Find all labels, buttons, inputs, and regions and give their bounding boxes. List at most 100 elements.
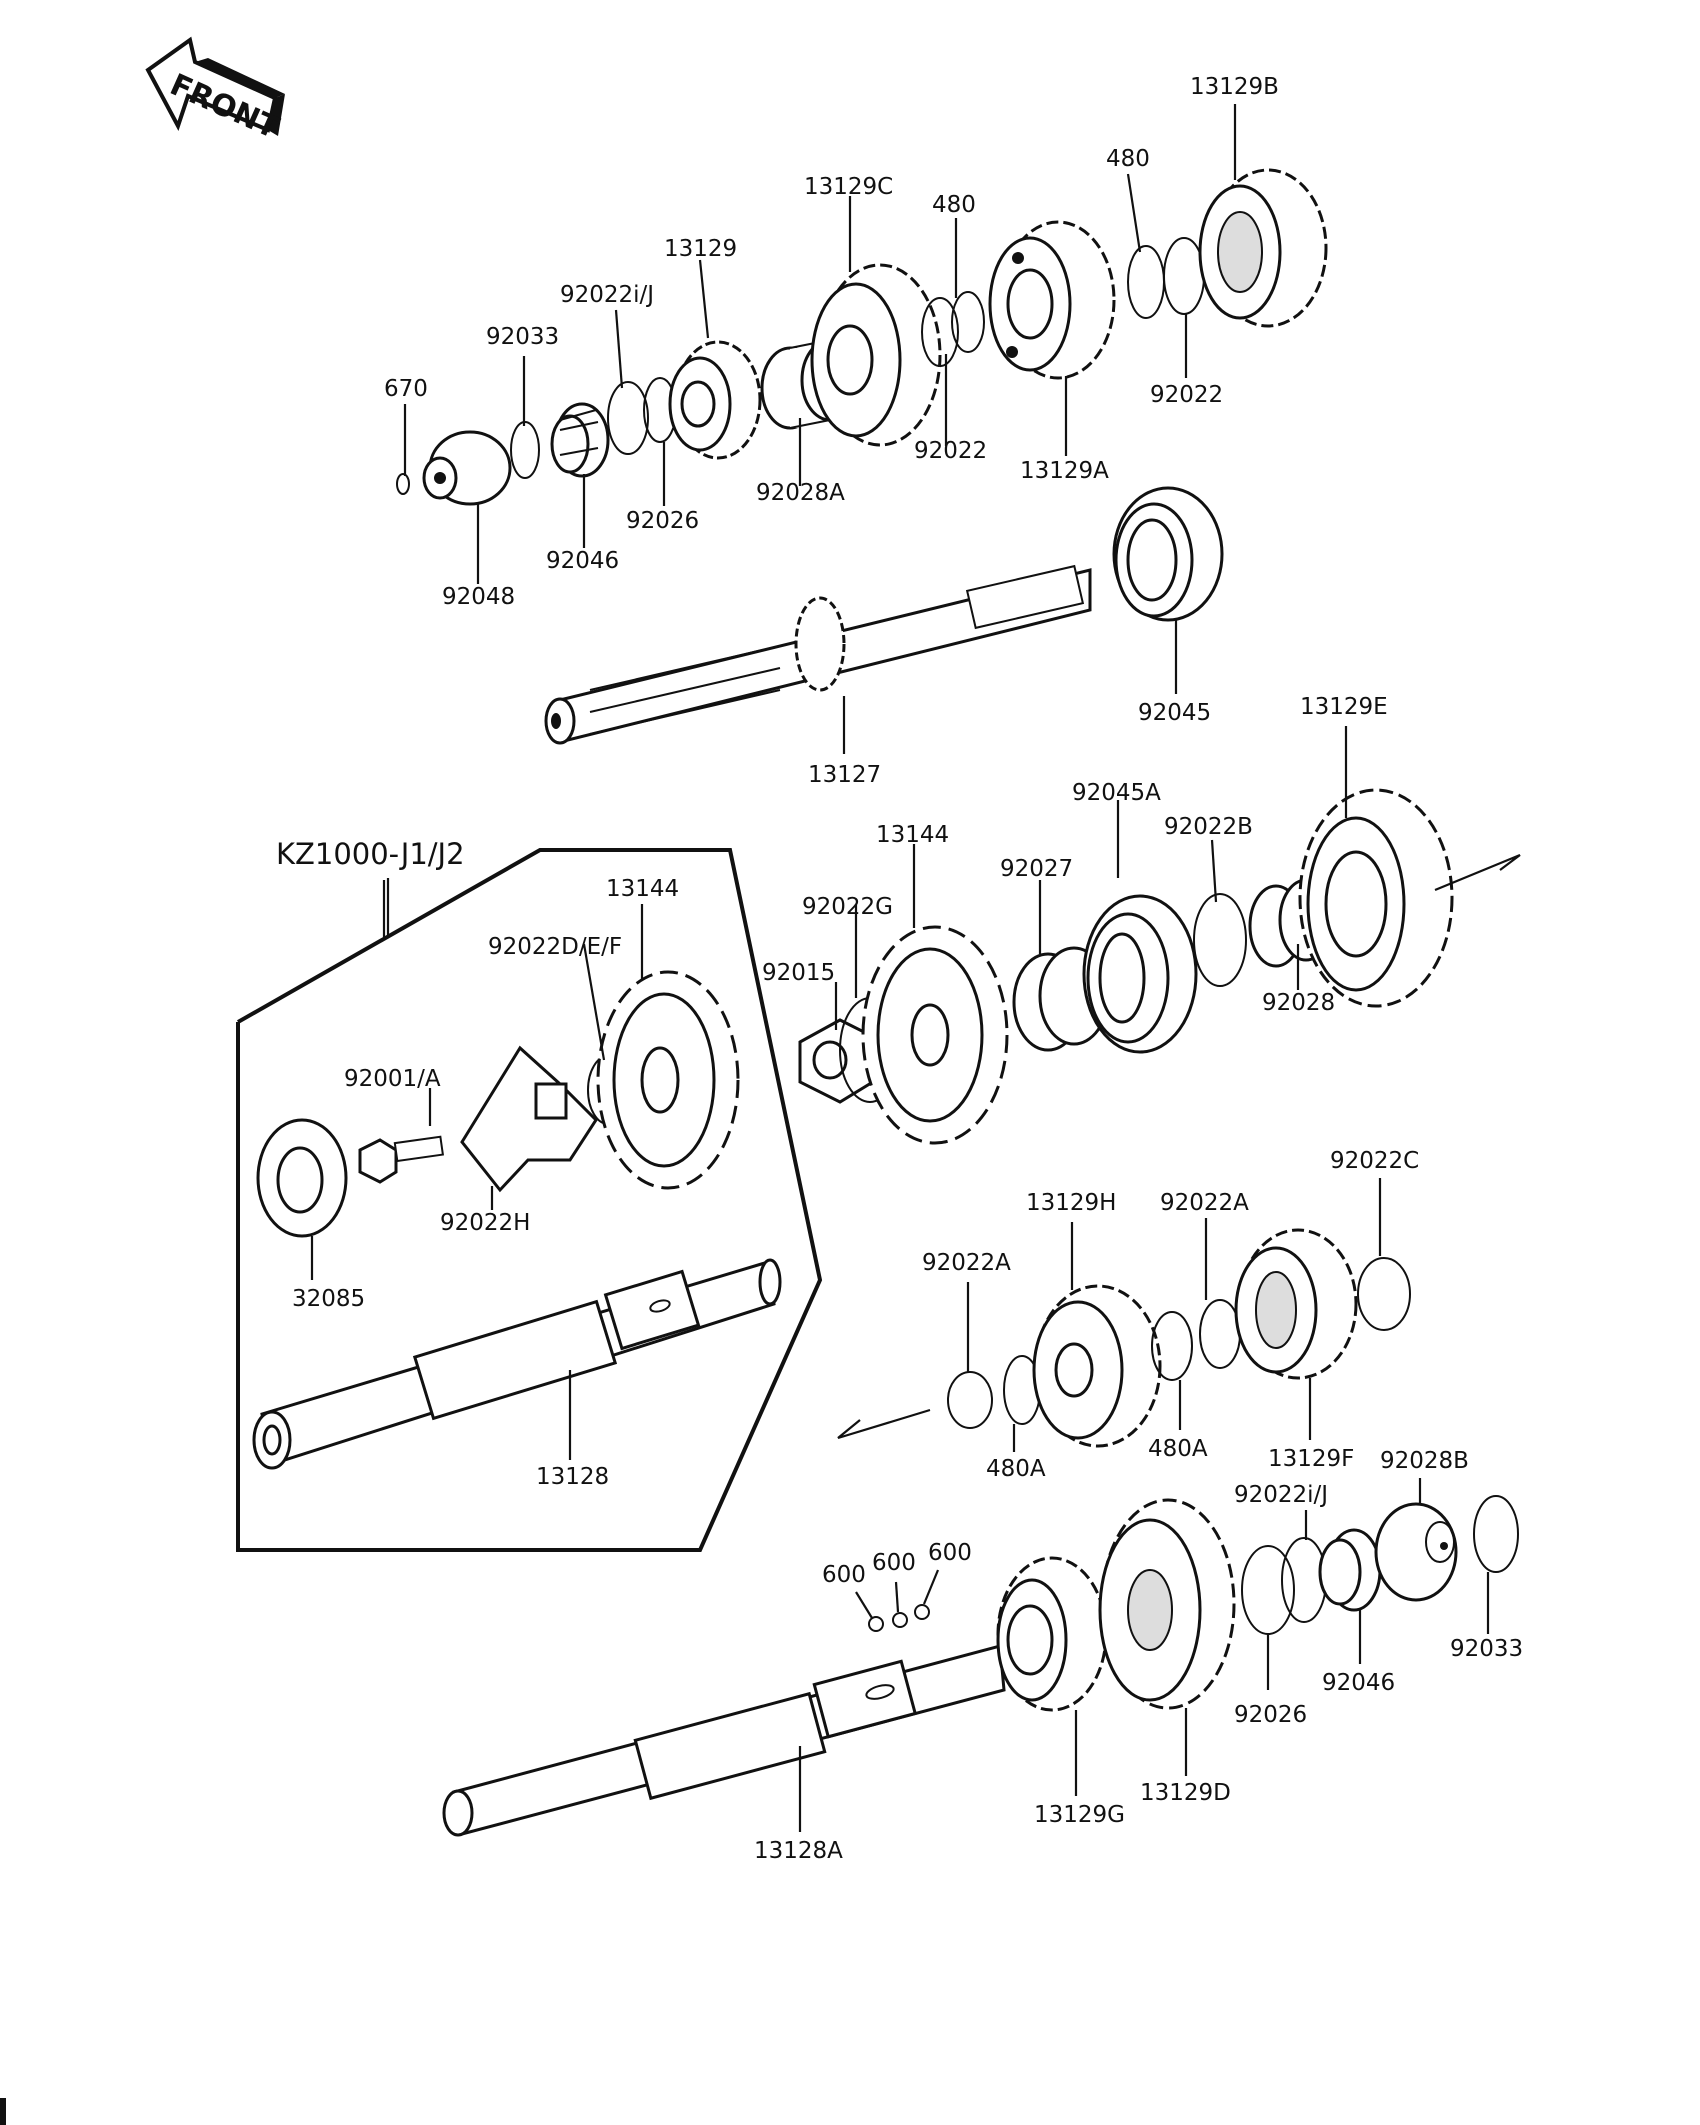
gear-13129f: [1234, 1228, 1358, 1380]
callout-92001a: 92001/A: [344, 1066, 441, 1092]
callout-92022g: 92022G: [802, 894, 893, 920]
callout-92045a: 92045A: [1072, 780, 1161, 806]
washer-92026-lower: [1241, 1545, 1295, 1635]
callout-92022h: 92022H: [440, 1210, 530, 1236]
washer-92022-b: [1163, 237, 1205, 315]
callout-92048: 92048: [442, 584, 515, 610]
needle-bearing-92046: [550, 402, 610, 478]
callout-92028: 92028: [1262, 990, 1335, 1016]
callout-670: 670: [384, 376, 428, 402]
gear-13129h: [1032, 1284, 1162, 1448]
callout-92028b: 92028B: [1380, 1448, 1469, 1474]
callout-13129f: 13129F: [1268, 1446, 1354, 1472]
callout-480a-right: 480A: [1148, 1436, 1208, 1462]
callout-13129d: 13129D: [1140, 1780, 1231, 1806]
callout-600-a: 600: [822, 1562, 866, 1588]
callout-92015: 92015: [762, 960, 835, 986]
callout-92046-lower: 92046: [1322, 1670, 1395, 1696]
circlip-92033: [510, 421, 540, 479]
bolt-92001a: [358, 1135, 445, 1184]
bushing-92028b: [1374, 1502, 1458, 1602]
circlip-92033-lower: [1473, 1495, 1519, 1573]
inset-title: KZ1000-J1/J2: [276, 837, 465, 871]
callout-92022a-right: 92022A: [1160, 1190, 1249, 1216]
circlip-670: [396, 473, 410, 495]
circlip-480a-right: [1151, 1311, 1193, 1381]
ball-600-b: [892, 1612, 908, 1628]
callout-92022ij-top: 92022i/J: [560, 282, 654, 308]
washer-92022b: [1193, 893, 1247, 987]
callout-13144-main: 13144: [876, 822, 949, 848]
callout-92046-top: 92046: [546, 548, 619, 574]
callout-92022c: 92022C: [1330, 1148, 1419, 1174]
sprocket-13144-inset: [596, 970, 740, 1190]
front-arrow-icon: FRONT: [145, 36, 285, 146]
lock-plate-32085: [256, 1118, 348, 1238]
callout-13129g: 13129G: [1034, 1802, 1125, 1828]
callout-92033-top: 92033: [486, 324, 559, 350]
callout-92022-right: 92022: [1150, 382, 1223, 408]
washer-92022ij: [607, 381, 649, 455]
callout-92033-lower: 92033: [1450, 1636, 1523, 1662]
callout-13129h: 13129H: [1026, 1190, 1116, 1216]
upper-shaft-group: [396, 168, 1328, 745]
callout-92027: 92027: [1000, 856, 1073, 882]
ball-600-c: [914, 1604, 930, 1620]
callout-600-b: 600: [872, 1550, 916, 1576]
sprocket-group: [798, 788, 1521, 1145]
washer-92022c: [1357, 1257, 1411, 1331]
callout-600-c: 600: [928, 1540, 972, 1566]
ball-600-a: [868, 1616, 884, 1632]
sprocket-13144: [861, 925, 1009, 1145]
callout-13144-inset: 13144: [606, 876, 679, 902]
gear-13129g: [996, 1556, 1108, 1712]
callout-92026-lower: 92026: [1234, 1702, 1307, 1728]
gear-13129d: [1098, 1498, 1236, 1710]
circlip-480-b: [1127, 245, 1165, 319]
lower-gear-group: [442, 1228, 1519, 1837]
callout-92022a-left: 92022A: [922, 1250, 1011, 1276]
pointer-arrow-lower: [837, 1408, 931, 1440]
callout-92026-top: 92026: [626, 508, 699, 534]
callout-480a-left: 480A: [986, 1456, 1046, 1482]
callout-92045: 92045: [1138, 700, 1211, 726]
gear-13129: [668, 340, 762, 460]
pointer-arrow-upper: [1434, 853, 1521, 892]
washer-92022-a: [921, 297, 959, 367]
gear-13129e: [1298, 788, 1454, 1008]
callout-13129: 13129: [664, 236, 737, 262]
callout-13129e: 13129E: [1300, 694, 1388, 720]
callout-13128a: 13128A: [754, 1838, 843, 1864]
needle-bearing-92046-lower: [1318, 1528, 1382, 1612]
callout-13129c: 13129C: [804, 174, 893, 200]
plate-92022h: [460, 1045, 598, 1193]
callout-13129b: 13129B: [1190, 74, 1279, 100]
callout-92022-mid: 92022: [914, 438, 987, 464]
callout-480-top: 480: [1106, 146, 1150, 172]
circlip-480-a: [951, 291, 985, 353]
callout-13127: 13127: [808, 762, 881, 788]
collar-92048: [422, 430, 512, 506]
shaft-13127: [544, 564, 1092, 745]
callout-92022ij-lower: 92022i/J: [1234, 1482, 1328, 1508]
washer-92022a-left: [947, 1371, 993, 1429]
callout-92022def: 92022D/E/F: [488, 934, 622, 960]
kz1000-inset: [236, 848, 823, 1552]
ball-bearing-92045: [1112, 486, 1224, 622]
ball-bearing-92045a: [1082, 894, 1198, 1054]
callout-labels: 13129B 480 13129C 480 13129 92022i/J 920…: [276, 74, 1523, 1864]
callout-92028a: 92028A: [756, 480, 845, 506]
shaft-13128a: [442, 1644, 1006, 1837]
washer-92022a-right: [1199, 1299, 1241, 1369]
gear-13129a: [988, 220, 1116, 380]
callout-13128: 13128: [536, 1464, 609, 1490]
leader-lines: [310, 104, 1490, 1832]
callout-13129a: 13129A: [1020, 458, 1109, 484]
shaft-13128: [252, 1258, 782, 1470]
gear-13129b: [1198, 168, 1328, 328]
gear-13129c: [810, 263, 942, 447]
callout-92022b: 92022B: [1164, 814, 1253, 840]
margin-mark: [0, 2098, 6, 2125]
callout-32085: 32085: [292, 1286, 365, 1312]
